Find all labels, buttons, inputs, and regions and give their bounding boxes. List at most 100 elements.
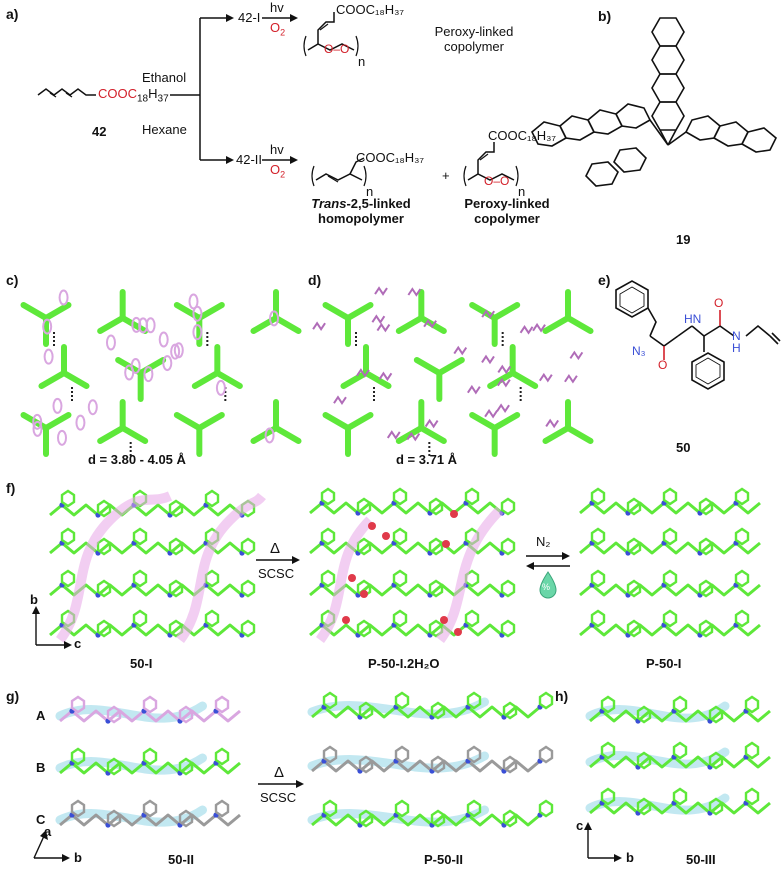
phenyl-ring xyxy=(60,569,76,588)
phenyl-ring xyxy=(320,609,336,628)
solvent-molecule xyxy=(376,322,391,333)
nitrogen-atom xyxy=(707,718,713,724)
helix-ribbon xyxy=(315,516,374,643)
plus-sign: + xyxy=(442,168,450,183)
hv-top: hv xyxy=(270,0,284,15)
phenyl-ring xyxy=(96,619,112,638)
solvent-molecule xyxy=(105,334,116,351)
axis-a-g: a xyxy=(44,824,52,839)
phenyl-ring xyxy=(430,755,446,774)
compound-19: 19 xyxy=(676,232,691,247)
nitrogen-atom xyxy=(635,718,641,724)
nitrogen-atom xyxy=(465,812,471,818)
form-42-ii: 42-II xyxy=(236,152,263,167)
peptide-chain xyxy=(309,583,503,597)
phenyl-ring xyxy=(538,799,554,818)
phenyl-ring xyxy=(214,695,230,714)
panel-label-c: c) xyxy=(6,272,19,288)
o2-bottom: O2 xyxy=(270,162,286,180)
phenyl-ring xyxy=(502,701,518,720)
nitrogen-atom xyxy=(427,632,433,638)
helix-ribbon xyxy=(55,491,173,643)
green-molecule-arm xyxy=(43,412,72,431)
phenyl-ring xyxy=(698,579,714,598)
nitrogen-atom xyxy=(239,632,245,638)
n-bottom-2: n xyxy=(518,184,526,199)
nitrogen-atom xyxy=(501,822,507,828)
nitrogen-atom xyxy=(671,754,677,760)
phenyl-ring xyxy=(394,799,410,818)
phenyl-ring xyxy=(464,487,480,506)
n-bottom-1: n xyxy=(366,184,374,199)
green-molecule-arm xyxy=(491,412,521,431)
nitrogen-atom xyxy=(743,800,749,806)
green-molecule-arm xyxy=(119,315,149,334)
nitrogen-atom xyxy=(319,540,325,546)
nitrogen-atom xyxy=(697,510,703,516)
nitrogen-atom xyxy=(661,500,667,506)
peptide-chain xyxy=(59,813,241,827)
nitrogen-atom xyxy=(393,758,399,764)
nitrogen-atom xyxy=(463,540,469,546)
water-molecule xyxy=(360,590,368,598)
phenyl-ring xyxy=(662,487,678,506)
phenyl-ring xyxy=(106,705,122,724)
green-molecule-arm xyxy=(20,302,49,321)
green-molecule-arm xyxy=(469,302,498,321)
solvent-molecule xyxy=(538,372,553,383)
panel-label-f: f) xyxy=(6,480,16,496)
phenyl-ring xyxy=(744,787,760,806)
distance-c: d = 3.80 - 4.05 Å xyxy=(88,452,186,467)
nitrogen-atom xyxy=(167,632,173,638)
phenyl-ring xyxy=(132,569,148,588)
nitrogen-atom xyxy=(625,632,631,638)
helix-ribbon xyxy=(585,747,730,769)
solvent-molecule xyxy=(356,368,370,378)
phenyl-ring xyxy=(358,809,374,828)
phenyl-ring xyxy=(142,799,158,818)
phenyl-ring xyxy=(662,527,678,546)
phenyl-ring xyxy=(142,695,158,714)
phenyl-ring xyxy=(464,569,480,588)
solvent-molecule xyxy=(519,325,534,335)
phenyl-ring xyxy=(356,497,372,516)
helix-ribbon xyxy=(585,793,730,815)
phenyl-ring xyxy=(320,487,336,506)
helix-ribbon xyxy=(55,701,207,723)
phenyl-ring xyxy=(502,755,518,774)
helix-ribbon xyxy=(307,751,489,773)
phenyl-ring xyxy=(392,527,408,546)
phenyl-ring xyxy=(204,489,220,508)
phenyl-ring xyxy=(708,797,724,816)
nitrogen-atom xyxy=(625,592,631,598)
nitrogen-atom xyxy=(203,622,209,628)
nitrogen-atom xyxy=(697,632,703,638)
green-molecule-arm xyxy=(565,315,594,334)
green-molecule-arm xyxy=(273,425,302,444)
phenyl-ring xyxy=(428,579,444,598)
solvent-molecule xyxy=(497,377,511,388)
phenyl-ring xyxy=(356,619,372,638)
nitrogen-atom xyxy=(203,540,209,546)
peptide-chain xyxy=(589,709,771,723)
solvent-molecule xyxy=(378,371,393,382)
compound-42: 42 xyxy=(92,124,107,139)
nitrogen-atom xyxy=(697,550,703,556)
nitrogen-atom xyxy=(203,502,209,508)
phenyl-ring xyxy=(214,747,230,766)
green-molecule-arm xyxy=(61,370,90,389)
o2-top: O2 xyxy=(270,20,286,38)
phenyl-ring xyxy=(708,751,724,770)
phenyl-ring xyxy=(672,741,688,760)
peptide-chain xyxy=(311,759,541,773)
nitrogen-atom xyxy=(177,822,183,828)
scsc-g: SCSC xyxy=(260,790,297,805)
phenyl-ring xyxy=(636,705,652,724)
peptide-chain xyxy=(59,761,241,775)
nitrogen-atom xyxy=(499,632,505,638)
phenyl-ring xyxy=(538,691,554,710)
phenyl-ring xyxy=(358,755,374,774)
solvent-molecule xyxy=(43,348,54,365)
solvent-ethanol: Ethanol xyxy=(142,70,187,85)
panel-label-d: d) xyxy=(308,272,322,288)
